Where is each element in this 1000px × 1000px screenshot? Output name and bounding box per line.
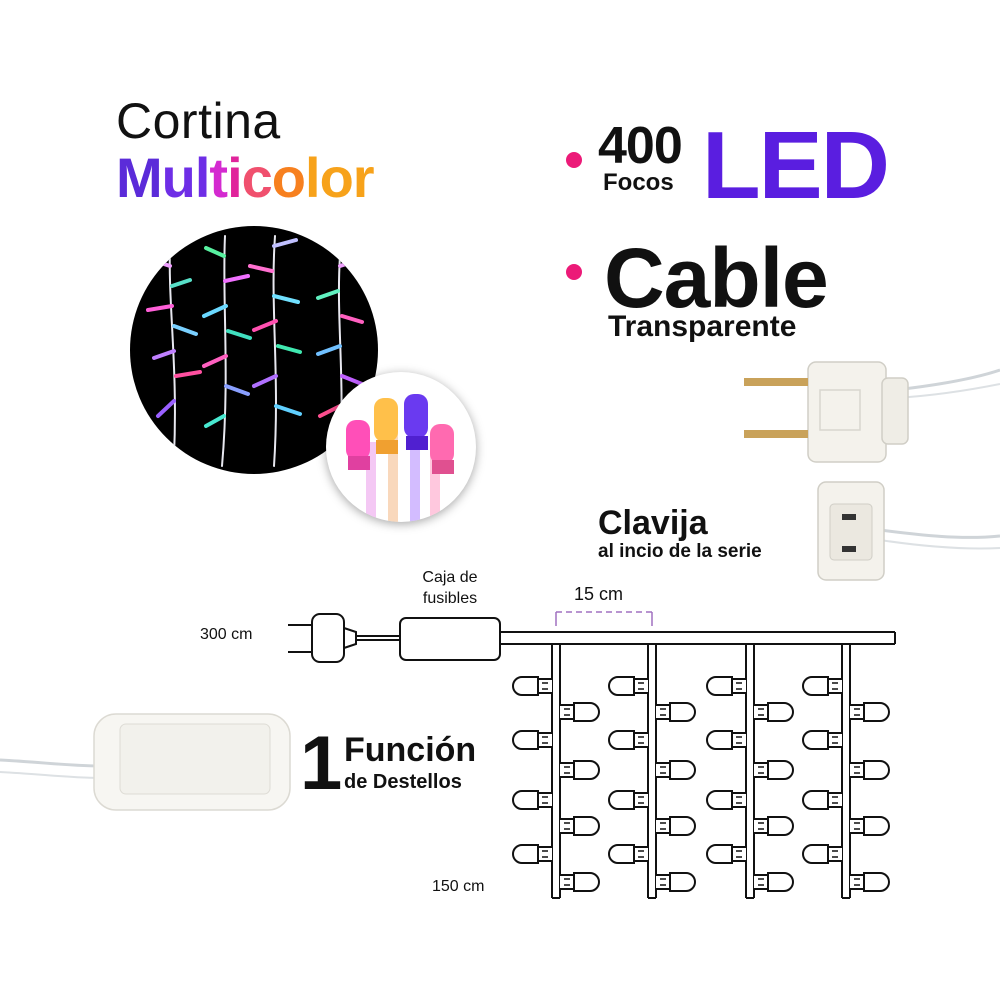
led-bulb-icon — [802, 790, 842, 810]
lead-length-label: 300 cm — [200, 626, 253, 643]
led-bulb-icon — [706, 676, 746, 696]
led-bulb-icon — [706, 730, 746, 750]
led-bulb-icon — [656, 872, 696, 892]
led-bulb-icon — [656, 702, 696, 722]
female-plug-image — [817, 481, 1000, 581]
led-bulb-icon — [802, 676, 842, 696]
fuse-box-diagram — [399, 617, 501, 661]
drop-length-label: 150 cm — [432, 878, 485, 895]
title-multicolor-part: ul — [161, 146, 211, 209]
led-bulb-icon — [706, 844, 746, 864]
led-bulb-icon — [560, 760, 600, 780]
led-bulb-icon — [754, 872, 794, 892]
light-drop — [706, 644, 794, 899]
led-count: 400 — [598, 117, 683, 175]
led-bulb-icon — [802, 844, 842, 864]
led-bulb-icon — [706, 790, 746, 810]
title-multicolor-part: c — [241, 146, 273, 209]
led-bulb-icon — [608, 790, 648, 810]
cable-sublabel: Transparente — [608, 310, 797, 343]
led-bulb-icon — [850, 872, 890, 892]
led-bulb-icon — [850, 702, 890, 722]
title-multicolor-part: t — [209, 146, 228, 209]
led-bulb-icon — [850, 816, 890, 836]
title-multicolor-part: M — [116, 146, 163, 209]
led-bulb-icon — [512, 790, 552, 810]
led-bulbs-closeup — [326, 372, 476, 522]
title-multicolor-part: l — [305, 146, 321, 209]
light-drop — [608, 644, 696, 899]
led-bulb-icon — [512, 676, 552, 696]
led-bulb-icon — [560, 816, 600, 836]
led-bulb-icon — [656, 816, 696, 836]
led-bulb-icon — [560, 872, 600, 892]
spacing-label: 15 cm — [574, 584, 624, 604]
male-plug-image — [744, 361, 1000, 463]
led-bulb-icon — [608, 676, 648, 696]
led-count-unit: Focos — [603, 169, 674, 196]
led-bulb-icon — [608, 844, 648, 864]
led-bulbs-illustration — [346, 394, 454, 522]
led-bulb-icon — [802, 730, 842, 750]
plug-photos — [744, 361, 1000, 581]
plug-title: Clavija — [598, 504, 708, 542]
function-subtitle: de Destellos — [344, 771, 462, 793]
led-label: LED — [702, 112, 890, 219]
led-bulb-icon — [512, 730, 552, 750]
title-multicolor-part: o — [271, 146, 306, 209]
function-count: 1 — [300, 721, 343, 806]
title-cortina: Cortina — [116, 93, 281, 149]
bullet-dot-cable — [566, 264, 582, 280]
title-multicolor-part: r — [352, 146, 375, 209]
led-bulb-icon — [850, 760, 890, 780]
cable-label: Cable — [604, 231, 829, 325]
function-title: Función — [344, 731, 477, 769]
main-wire — [500, 631, 896, 645]
controller-photo — [0, 713, 291, 811]
curtain-lights-illustration — [146, 235, 364, 467]
led-bulb-icon — [608, 730, 648, 750]
light-drop — [802, 644, 890, 899]
title-multicolor-part: i — [227, 146, 243, 209]
bullet-dot-led — [566, 152, 582, 168]
led-bulb-icon — [754, 702, 794, 722]
spacing-ticks — [555, 612, 653, 626]
fuse-box-label: Caja de fusibles — [422, 569, 478, 607]
led-bulb-icon — [512, 844, 552, 864]
light-drop — [512, 644, 600, 899]
led-bulb-icon — [754, 760, 794, 780]
plug-diagram — [288, 613, 400, 663]
led-bulb-icon — [560, 702, 600, 722]
plug-subtitle: al incio de la serie — [598, 541, 762, 562]
led-bulb-icon — [656, 760, 696, 780]
led-bulb-icon — [754, 816, 794, 836]
title-multicolor-part: o — [319, 146, 354, 209]
title-multicolor: Multicolor — [116, 150, 375, 206]
